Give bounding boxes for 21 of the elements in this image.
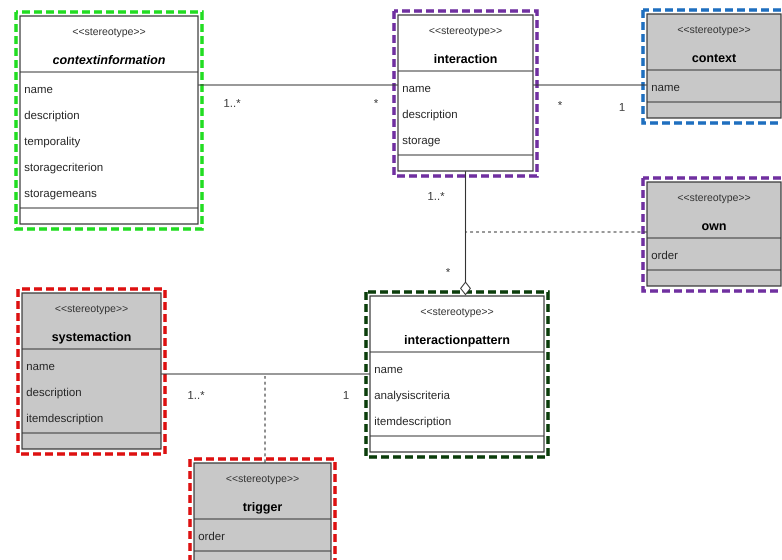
class-box: <<stereotype>> interactionpattern name analysiscriteria itemdescription	[364, 290, 550, 459]
multiplicity-label: 1	[344, 391, 349, 399]
multiplicity-label: 1..*	[224, 99, 240, 107]
multiplicity-label: *	[446, 268, 450, 272]
multiplicity-label: *	[374, 99, 378, 104]
multiplicity-label: 1	[620, 103, 625, 111]
multiplicity-label: *	[558, 101, 562, 106]
class-box: <<stereotype>> interaction name description storage	[392, 9, 539, 178]
multiplicity-label: 1..*	[188, 391, 204, 399]
association-line	[534, 84, 646, 86]
association-class-line	[466, 231, 646, 233]
class-box: <<stereotype>> contextinformation name description temporality storagecriterion storagemeans	[14, 10, 204, 231]
multiplicity-label: 1..*	[428, 192, 444, 200]
association-line	[198, 84, 398, 86]
association-class-line	[264, 376, 266, 462]
aggregation-line	[460, 172, 471, 296]
association-line	[162, 373, 370, 375]
class-box: <<stereotype>> context name	[641, 8, 782, 125]
class-box: <<stereotype>> own order	[641, 176, 782, 293]
class-box: <<stereotype>> systemaction name description itemdescription	[16, 287, 167, 456]
class-box: <<stereotype>> trigger order	[188, 457, 337, 560]
